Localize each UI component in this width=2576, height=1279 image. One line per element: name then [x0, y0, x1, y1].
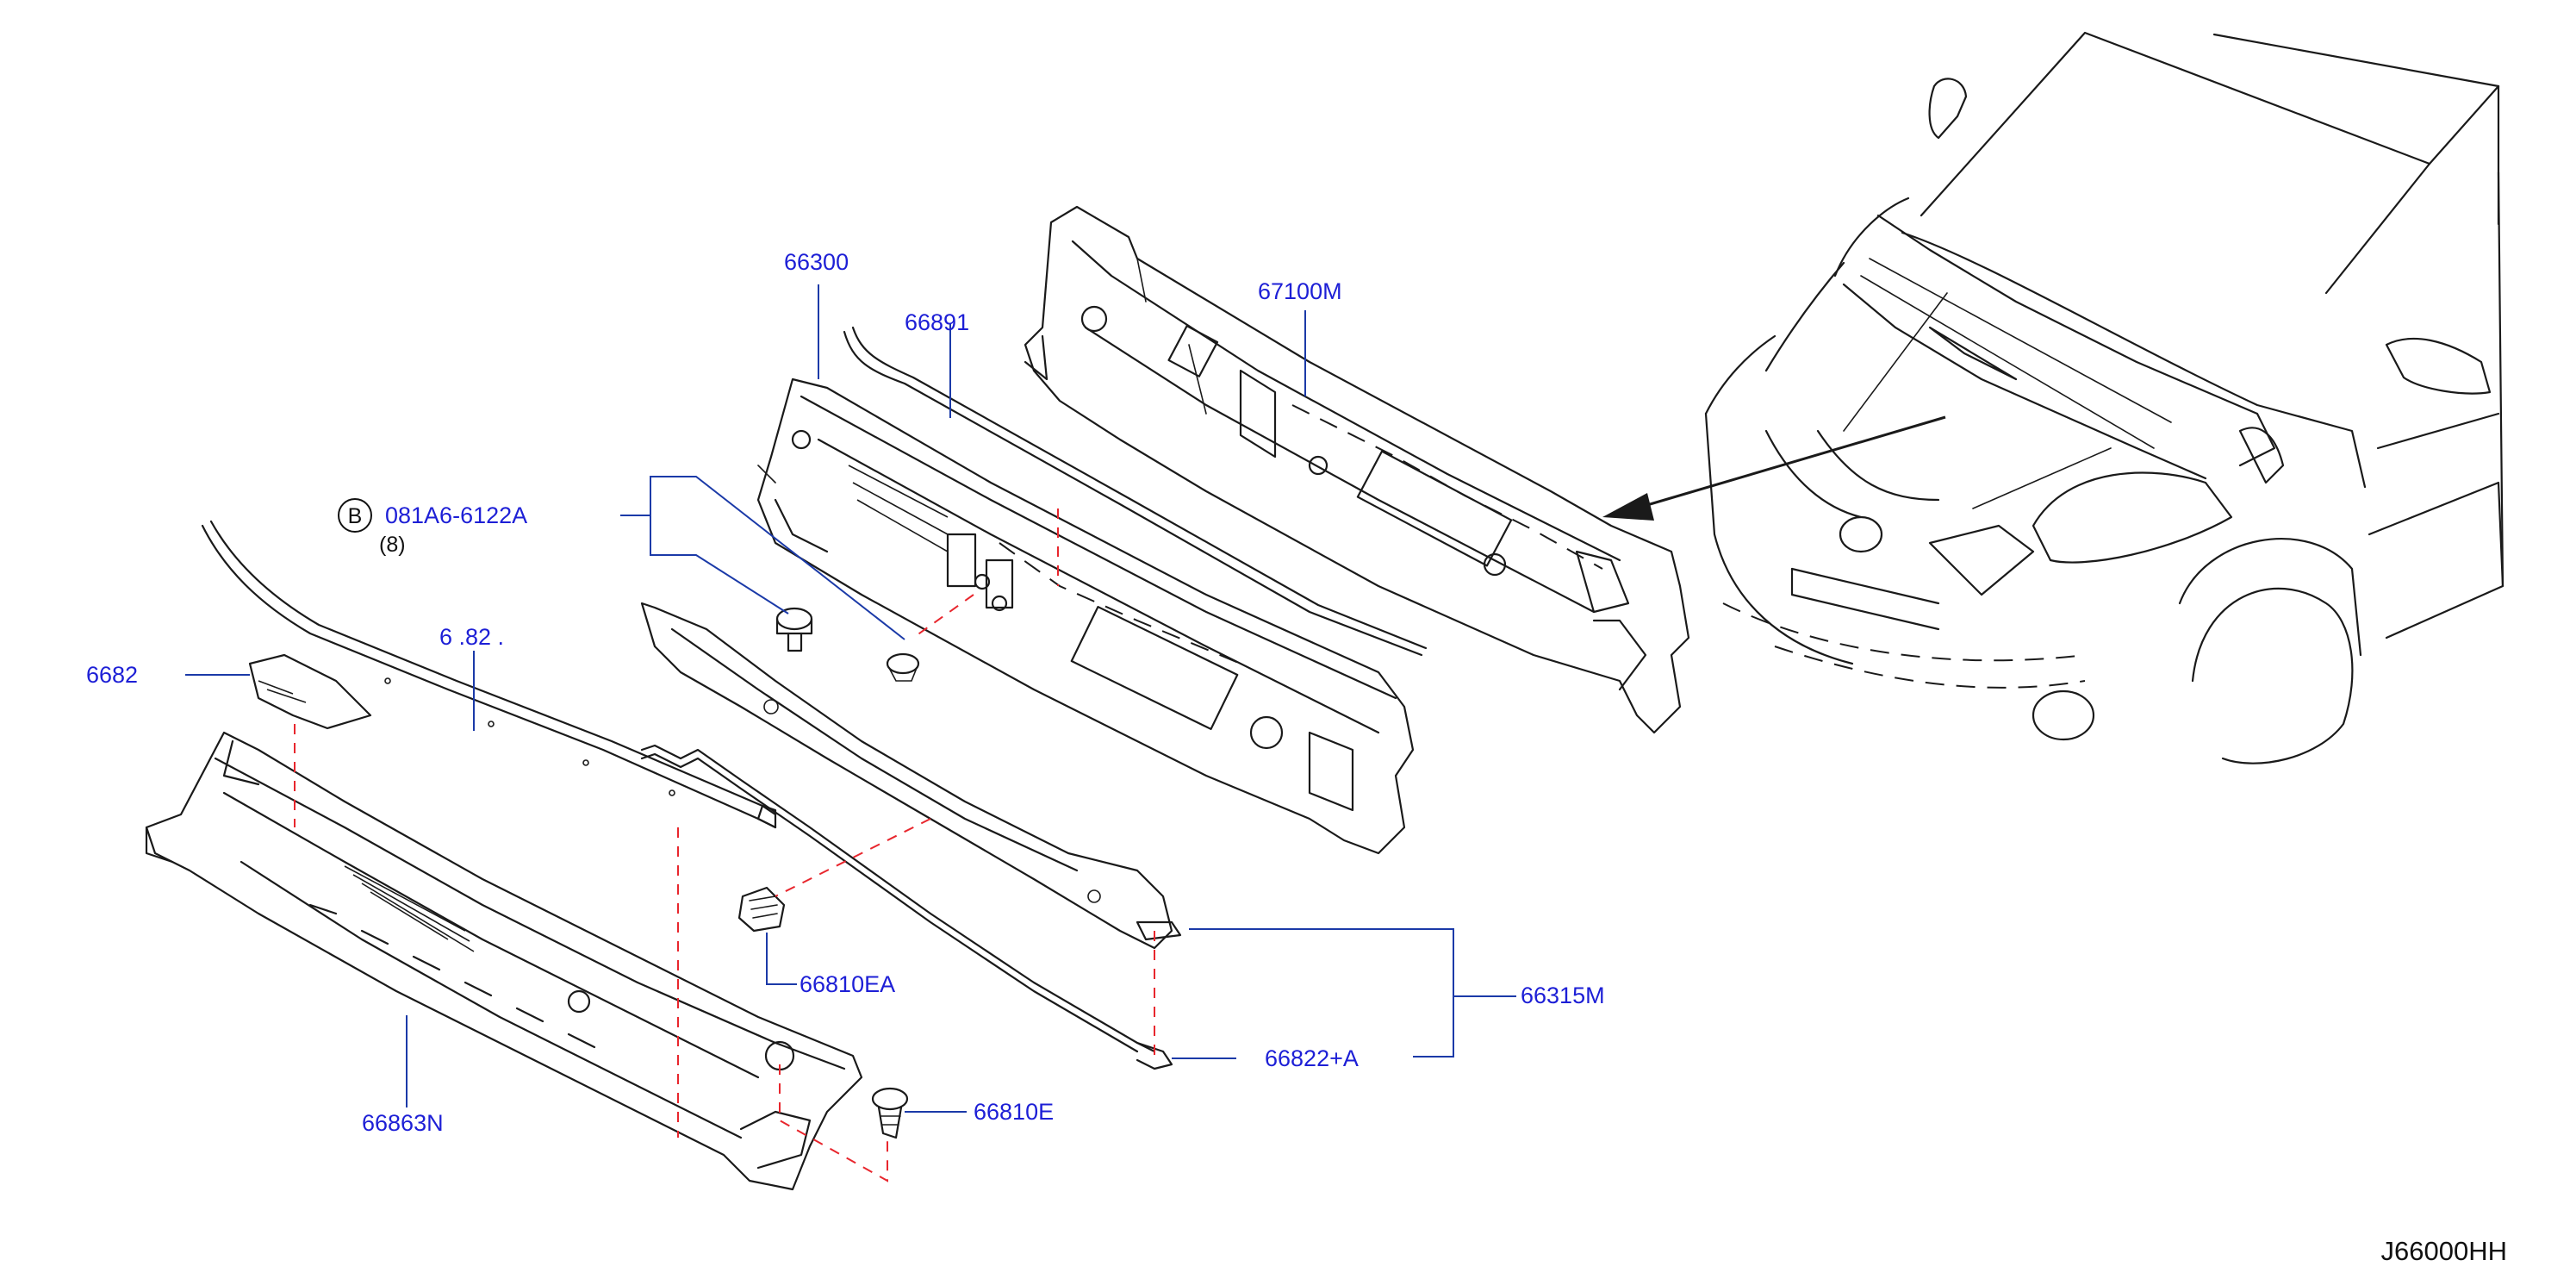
bolt-marker-circle — [338, 498, 372, 533]
label-66863n: 66863N — [362, 1110, 444, 1136]
bolt-081a6 — [775, 607, 813, 652]
label-66822a: 66822+A — [1265, 1045, 1359, 1071]
leader-bolt — [620, 476, 905, 640]
label-66810e: 66810E — [974, 1099, 1054, 1125]
label-66315m: 66315M — [1521, 983, 1605, 1008]
leader-66810ea — [766, 933, 797, 985]
label-66810ea: 66810EA — [800, 971, 895, 997]
alignment-lines — [294, 508, 1155, 1182]
dash-upper-panel-67100m — [1024, 205, 1690, 734]
vehicle-reference-view — [1602, 31, 2504, 764]
rod-66822a — [640, 744, 1173, 1070]
part-labels: 66300 66891 67100M B 081A6-6122A (8) 6 .… — [86, 249, 2507, 1266]
leader-lines — [185, 284, 1516, 1113]
clip-66810ea — [737, 886, 786, 933]
clip-66810e — [871, 1087, 909, 1139]
seal-66891 — [843, 326, 1428, 657]
bolt-on-panel — [886, 652, 920, 682]
cowl-top-cover-66863n — [145, 731, 863, 1191]
drawing-code: J66000HH — [2381, 1236, 2507, 1266]
cowl-brace-66315m — [640, 602, 1182, 950]
leader-66315m — [1189, 928, 1454, 1058]
label-6682-left: 6682 — [86, 662, 138, 688]
label-66300: 66300 — [784, 249, 849, 275]
cowl-top-panel-66300 — [756, 377, 1415, 855]
weatherstrip-66826 — [201, 520, 777, 829]
seal-piece-6682 — [248, 653, 372, 730]
label-66891: 66891 — [905, 309, 969, 335]
leader-bolt-2 — [650, 515, 789, 615]
label-66826-partial: 6 .82 . — [439, 624, 504, 650]
label-bolt-qty: (8) — [379, 533, 406, 557]
label-bolt-code: 081A6-6122A — [385, 502, 527, 528]
bolt-marker-letter: B — [348, 504, 363, 528]
label-67100m: 67100M — [1258, 278, 1342, 304]
